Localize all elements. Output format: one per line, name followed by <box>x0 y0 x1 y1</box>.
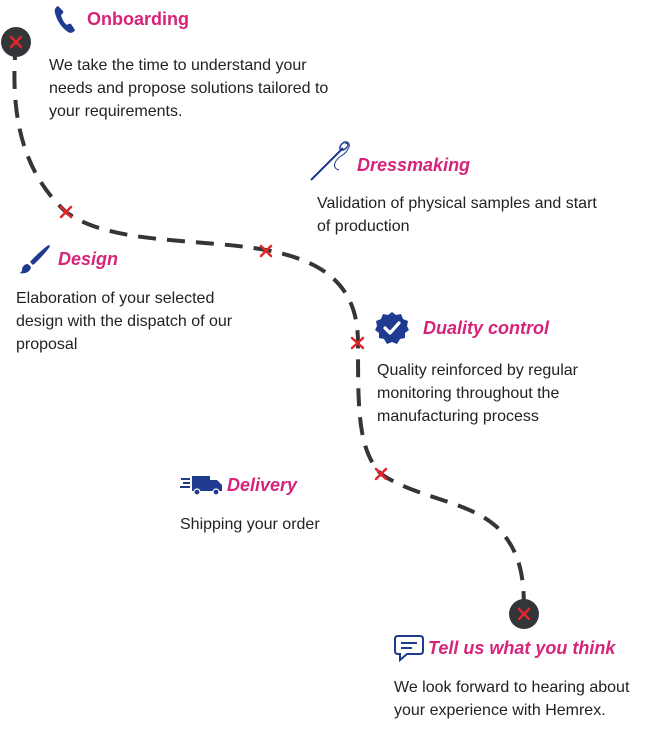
needle-thread-icon <box>309 138 351 182</box>
step-description: Quality reinforced by regular monitoring… <box>377 362 578 425</box>
step-description: We take the time to understand your need… <box>49 57 329 120</box>
chat-bubble-icon <box>394 634 424 662</box>
step-design: Design Elaboration of your selected desi… <box>16 243 276 356</box>
step-onboarding: Onboarding We take the time to understan… <box>49 4 349 123</box>
step-title: Design <box>58 248 119 269</box>
route-cross-marker <box>350 336 365 350</box>
delivery-truck-icon <box>180 473 224 497</box>
route-cross-marker <box>374 467 388 481</box>
phone-icon <box>53 4 77 34</box>
step-quality-control: Duality control Quality reinforced by re… <box>375 311 645 428</box>
step-title: Dressmaking <box>357 154 471 175</box>
step-title: Onboarding <box>87 8 189 29</box>
step-description: Validation of physical samples and start… <box>317 195 597 235</box>
step-description: Elaboration of your selected design with… <box>16 290 233 353</box>
route-cross-marker <box>259 244 273 258</box>
end-marker <box>509 599 539 629</box>
step-title: Duality control <box>423 317 550 338</box>
step-feedback: Tell us what you think We look forward t… <box>394 634 664 722</box>
route-cross-marker <box>59 205 73 219</box>
step-delivery: Delivery Shipping your order <box>180 473 400 536</box>
step-description: We look forward to hearing about your ex… <box>394 679 630 719</box>
step-title: Tell us what you think <box>428 637 616 658</box>
step-dressmaking: Dressmaking Validation of physical sampl… <box>309 138 599 238</box>
verified-badge-icon <box>375 311 409 345</box>
step-title: Delivery <box>227 474 298 495</box>
step-description: Shipping your order <box>180 516 320 533</box>
paintbrush-icon <box>16 243 52 275</box>
start-marker <box>1 27 31 57</box>
